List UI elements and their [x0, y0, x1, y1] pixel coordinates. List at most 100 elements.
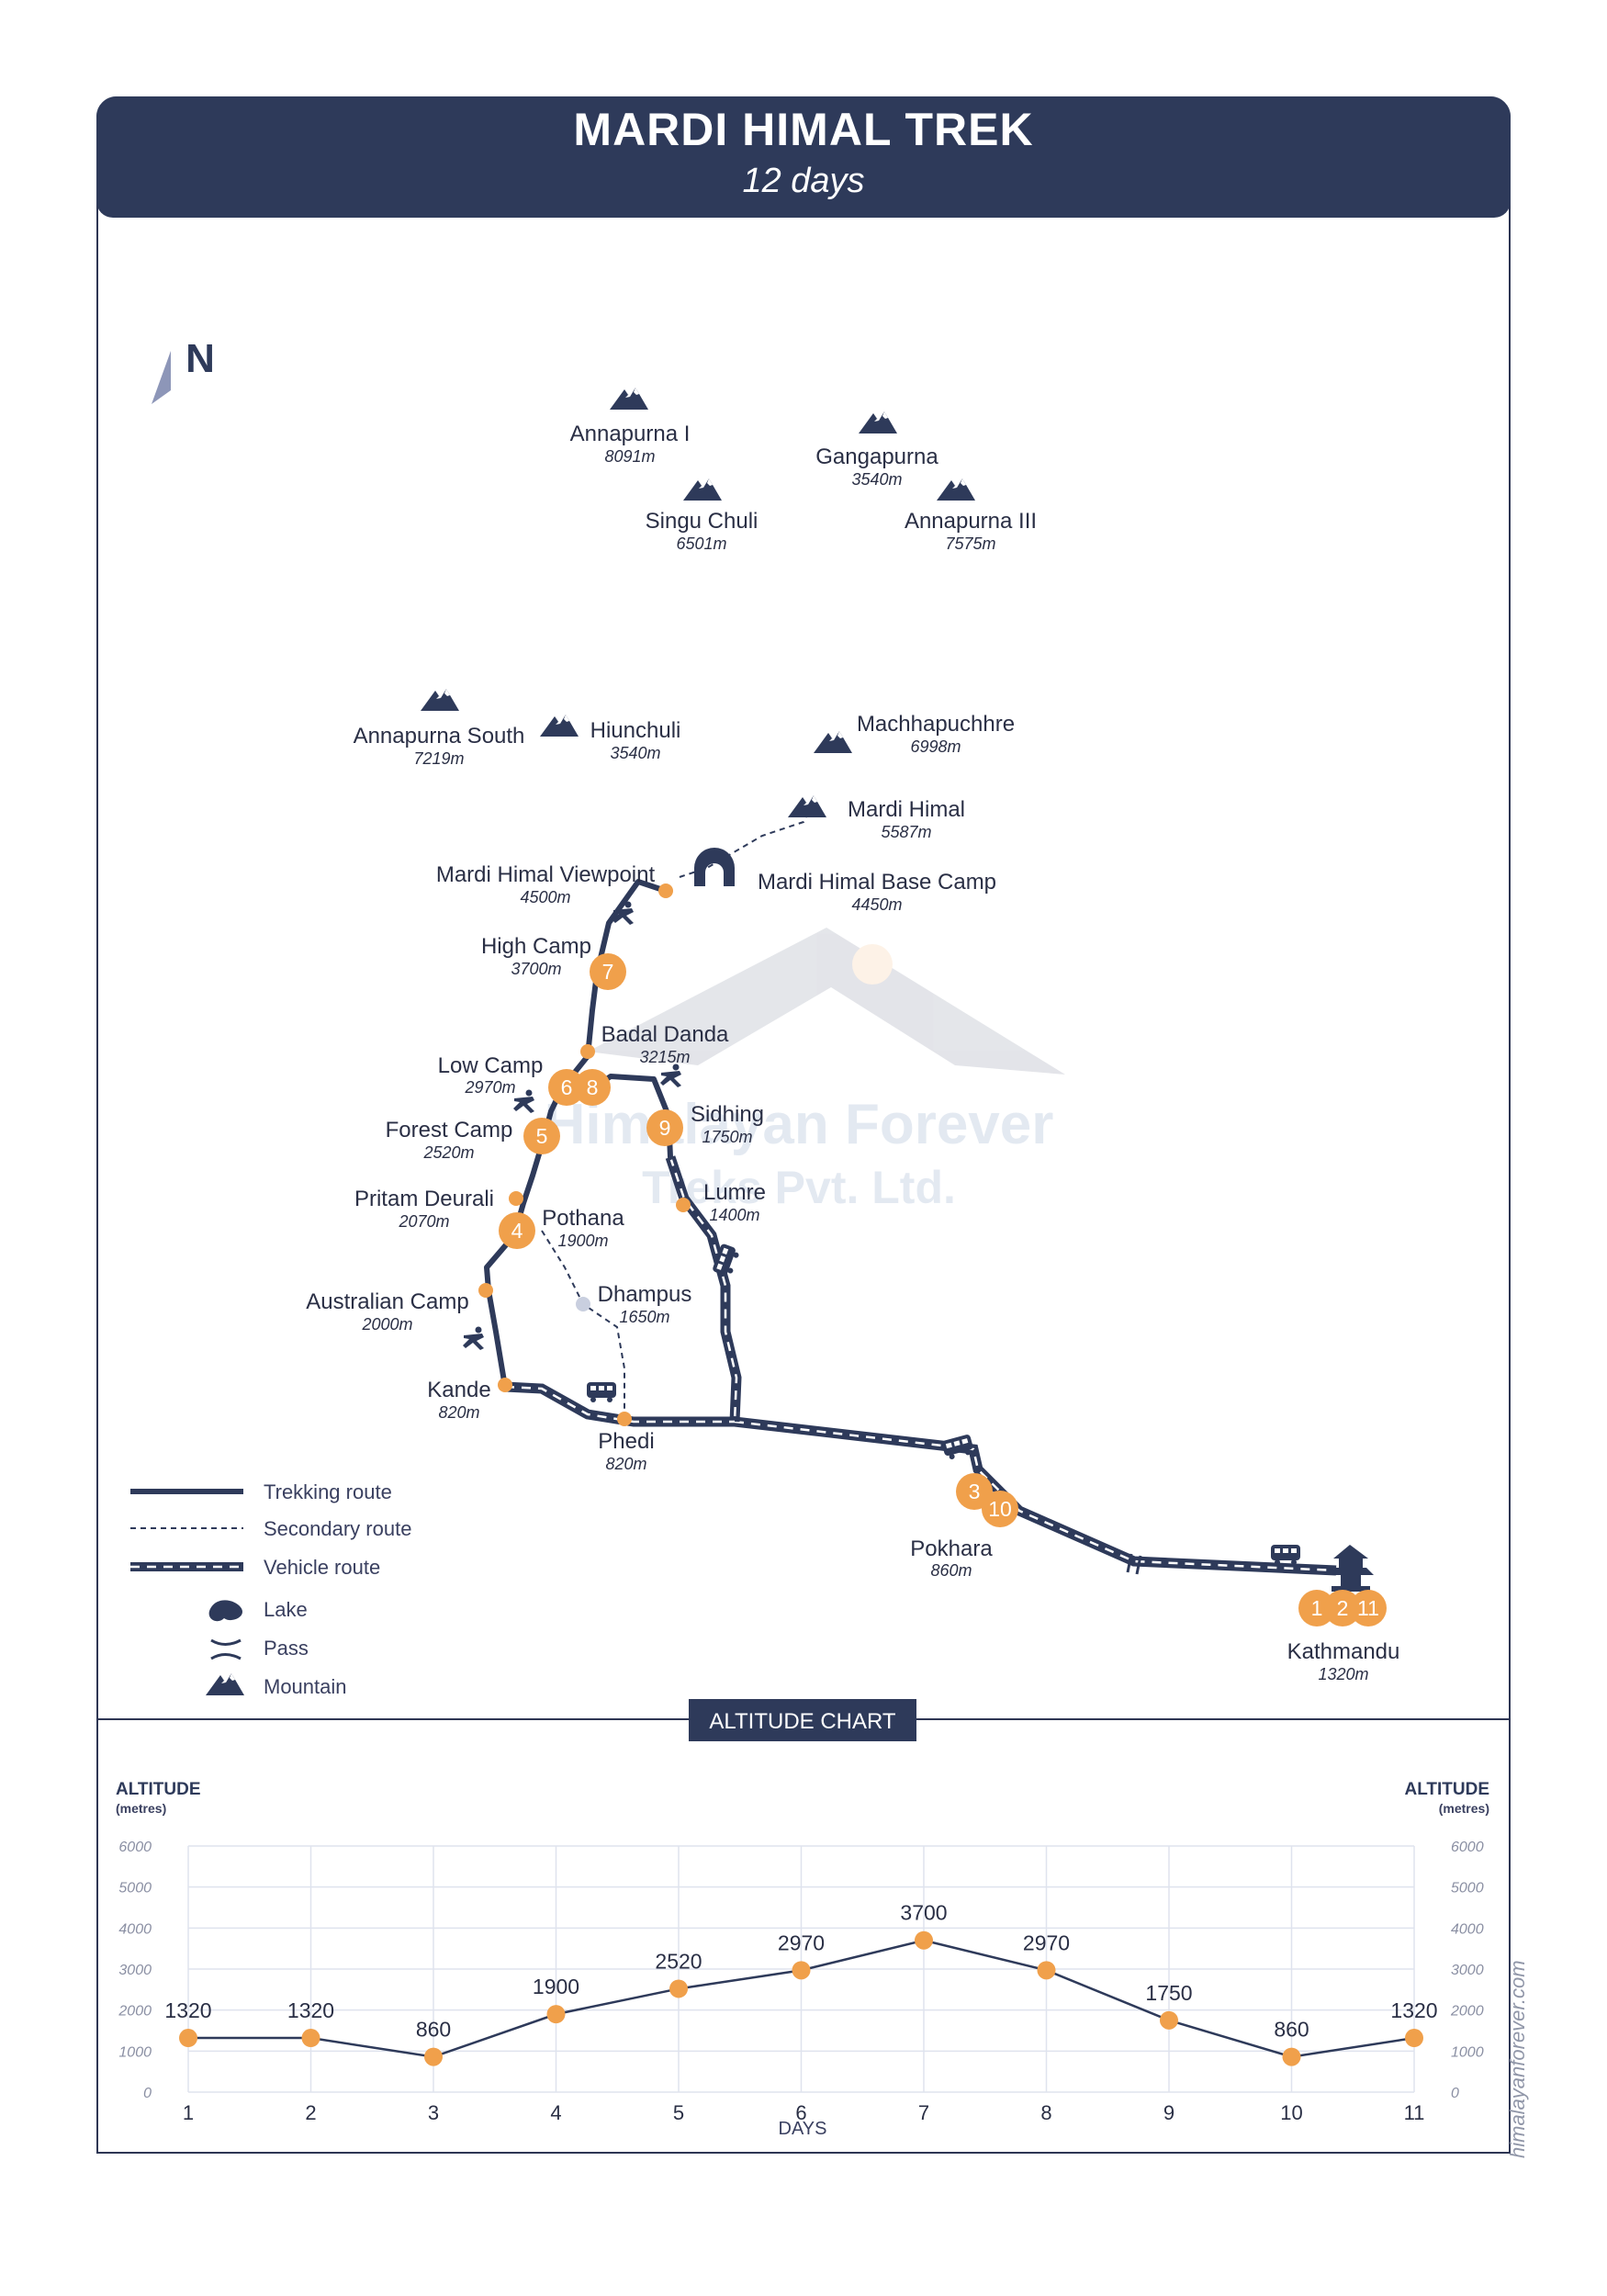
y-tick-label-left: 4000	[118, 1921, 152, 1937]
x-tick-label: 3	[428, 2101, 439, 2124]
mountain-name: Annapurna I	[570, 422, 691, 446]
secondary-route-dhampus	[541, 1230, 625, 1414]
place-name: Badal Danda	[601, 1022, 729, 1047]
altitude-point	[669, 1979, 688, 1998]
x-tick-label: 10	[1280, 2101, 1302, 2124]
y-tick-label-right: 1000	[1451, 2044, 1484, 2060]
y-axis-unit-left: (metres)	[116, 1801, 166, 1816]
legend: Trekking route Secondary route Vehicle r…	[130, 1480, 411, 1698]
place-name: Sidhing	[691, 1102, 764, 1127]
legend-vehicle-label: Vehicle route	[264, 1556, 380, 1579]
data-label: 2520	[655, 1949, 702, 1973]
data-label: 3700	[900, 1901, 947, 1925]
day-marker	[1324, 1590, 1361, 1626]
place-name: High Camp	[481, 934, 591, 959]
place-name: Forest Camp	[386, 1118, 513, 1142]
day-marker-label: 6	[561, 1075, 573, 1099]
place-name: Dhampus	[598, 1282, 692, 1307]
place-name: Phedi	[598, 1429, 654, 1454]
x-tick-label: 1	[183, 2101, 194, 2124]
day-marker	[646, 1109, 683, 1146]
y-tick-label-left: 6000	[118, 1840, 152, 1855]
data-label: 2970	[778, 1930, 825, 1954]
place-marker	[478, 1283, 493, 1298]
day-marker	[523, 1118, 560, 1154]
mountain-altitude: 7575m	[945, 535, 995, 553]
place-altitude: 4500m	[520, 888, 570, 906]
legend-pass-label: Pass	[264, 1637, 309, 1660]
mountain-name: Machhapuchhre	[857, 712, 1015, 737]
altitude-point	[179, 2029, 197, 2048]
mountain-altitude: 3540m	[610, 744, 660, 762]
data-label: 860	[1274, 2018, 1309, 2042]
day-marker-label: 1	[1311, 1596, 1323, 1620]
mountain-name: Annapurna South	[354, 724, 525, 748]
watermark-line1: Himalayan Forever	[545, 1093, 1054, 1156]
place-altitude: 2970m	[464, 1078, 515, 1097]
legend-secondary-label: Secondary route	[264, 1517, 411, 1540]
place-marker	[676, 1198, 691, 1212]
data-label: 2970	[1023, 1930, 1070, 1954]
place-altitude: 860m	[930, 1561, 972, 1580]
day-marker-label: 7	[602, 960, 614, 984]
mountain-icon	[683, 478, 722, 501]
vehicle-route-east	[734, 1416, 1337, 1576]
place-name: Lumre	[703, 1180, 766, 1205]
y-tick-label-right: 3000	[1451, 1963, 1484, 1978]
bus-icon	[587, 1382, 616, 1402]
altitude-point	[1282, 2047, 1301, 2066]
pass-break-icon	[1126, 1553, 1142, 1575]
x-axis-label: DAYS	[779, 2119, 827, 2139]
place-name: Mardi Himal Base Camp	[758, 870, 996, 895]
hiker-icon	[660, 1064, 681, 1087]
y-tick-label-right: 6000	[1451, 1840, 1484, 1855]
place-marker	[580, 1044, 595, 1059]
mountain-altitude: 6998m	[910, 737, 961, 756]
mountain-icon	[814, 731, 852, 753]
place-altitude: 3700m	[511, 960, 561, 978]
north-compass: N	[152, 336, 215, 404]
y-tick-label-left: 3000	[118, 1963, 152, 1978]
day-marker-label: 3	[969, 1480, 981, 1503]
place-altitude: 1320m	[1318, 1665, 1368, 1683]
mountain-name: Annapurna III	[905, 509, 1037, 534]
secondary-route-basecamp	[679, 812, 809, 878]
mountain-icon	[540, 715, 579, 737]
day-marker-label: 10	[988, 1497, 1012, 1521]
mountain-icon	[937, 478, 975, 501]
place-name: Australian Camp	[306, 1289, 468, 1314]
x-tick-label: 9	[1163, 2101, 1174, 2124]
place-altitude: 4450m	[851, 895, 902, 914]
mountain-icon	[206, 1673, 244, 1695]
place-altitude: 1750m	[702, 1128, 752, 1146]
mountain-name: Singu Chuli	[646, 509, 759, 534]
data-label: 1750	[1145, 1981, 1192, 2005]
data-label: 1320	[164, 1998, 211, 2022]
place-altitude: 820m	[438, 1403, 479, 1422]
day-marker	[499, 1212, 535, 1249]
place-name: Pothana	[542, 1206, 624, 1231]
y-tick-label-right: 4000	[1451, 1921, 1484, 1937]
mountain-altitude: 6501m	[676, 535, 726, 553]
mountain-icon	[859, 411, 897, 433]
data-label: 1900	[533, 1975, 579, 1998]
y-tick-label-right: 0	[1451, 2086, 1459, 2101]
place-altitude: 820m	[605, 1455, 646, 1473]
place-name: Pokhara	[910, 1536, 993, 1561]
day-marker-label: 5	[536, 1124, 548, 1148]
day-marker	[1350, 1590, 1387, 1626]
y-tick-label-right: 5000	[1451, 1881, 1484, 1896]
day-marker	[548, 1069, 585, 1106]
mountain-altitude: 8091m	[604, 447, 655, 466]
altitude-point	[1160, 2010, 1178, 2030]
y-tick-label-left: 0	[143, 2086, 152, 2101]
x-tick-label: 7	[918, 2101, 929, 2124]
day-marker	[1298, 1590, 1335, 1626]
place-marker	[498, 1378, 512, 1392]
bus-icon	[1271, 1545, 1300, 1565]
hiker-icon	[513, 1089, 534, 1113]
temple-icon	[1328, 1545, 1374, 1592]
